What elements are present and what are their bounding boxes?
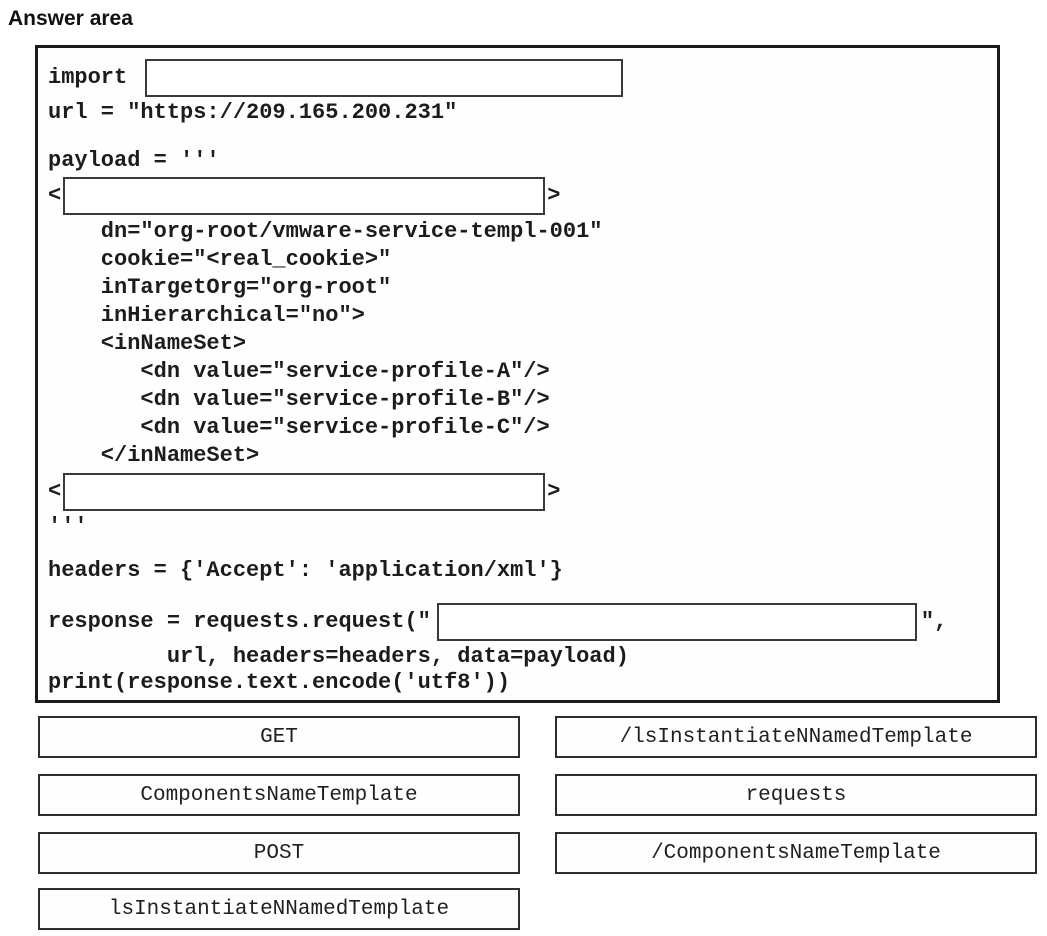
xml-line-dn-value-a: <dn value="service-profile-A"/> <box>48 359 550 384</box>
drag-option-components-path[interactable]: /ComponentsNameTemplate <box>555 832 1037 874</box>
code-line-import: import <box>48 56 987 100</box>
code-line-response: response = requests.request(" ", <box>48 600 987 644</box>
import-keyword: import <box>48 65 128 90</box>
close-angle-bracket: > <box>547 183 561 208</box>
open-angle-bracket: < <box>48 183 62 208</box>
response-call-prefix: response = requests.request(" <box>48 609 431 634</box>
xml-line-dn-value-c: <dn value="service-profile-C"/> <box>48 415 550 440</box>
drag-option-get[interactable]: GET <box>38 716 520 758</box>
blank-line <box>48 126 987 148</box>
code-line-print: print(response.text.encode('utf8')) <box>48 670 511 695</box>
blank-open-tag[interactable] <box>63 177 546 215</box>
drag-option-ls-instantiate[interactable]: lsInstantiateNNamedTemplate <box>38 888 520 930</box>
drag-option-ls-instantiate-path[interactable]: /lsInstantiateNNamedTemplate <box>555 716 1037 758</box>
open-angle-bracket: < <box>48 479 62 504</box>
xml-line-cookie: cookie="<real_cookie>" <box>48 247 392 272</box>
code-line-headers: headers = {'Accept': 'application/xml'} <box>48 558 563 583</box>
xml-line-dn-value-b: <dn value="service-profile-B"/> <box>48 387 550 412</box>
blank-line <box>48 584 987 600</box>
code-line-request-args: url, headers=headers, data=payload) <box>48 644 629 669</box>
code-line-triple-quote: ''' <box>48 514 88 539</box>
xml-line-inhierarchical: inHierarchical="no"> <box>48 303 365 328</box>
xml-line-intargetorg: inTargetOrg="org-root" <box>48 275 392 300</box>
blank-http-method[interactable] <box>436 603 917 641</box>
xml-line-innameset-close: </inNameSet> <box>48 443 260 468</box>
drag-option-post[interactable]: POST <box>38 832 520 874</box>
code-line-url: url = "https://209.165.200.231" <box>48 100 458 125</box>
code-panel: import url = "https://209.165.200.231" p… <box>35 45 1000 703</box>
code-line-open-tag: < > <box>48 174 987 218</box>
response-call-suffix: ", <box>920 609 948 634</box>
close-angle-bracket: > <box>547 479 561 504</box>
drag-option-requests[interactable]: requests <box>555 774 1037 816</box>
xml-line-innameset-open: <inNameSet> <box>48 331 247 356</box>
code-line-payload: payload = ''' <box>48 148 220 173</box>
code-line-close-tag: < > <box>48 470 987 514</box>
blank-import-module[interactable] <box>145 59 624 97</box>
xml-line-dn: dn="org-root/vmware-service-templ-001" <box>48 219 603 244</box>
answer-area-heading: Answer area <box>8 7 133 30</box>
drag-option-components-name-template[interactable]: ComponentsNameTemplate <box>38 774 520 816</box>
blank-line <box>48 540 987 558</box>
xml-payload-body: dn="org-root/vmware-service-templ-001" c… <box>48 218 987 470</box>
blank-close-tag[interactable] <box>63 473 546 511</box>
